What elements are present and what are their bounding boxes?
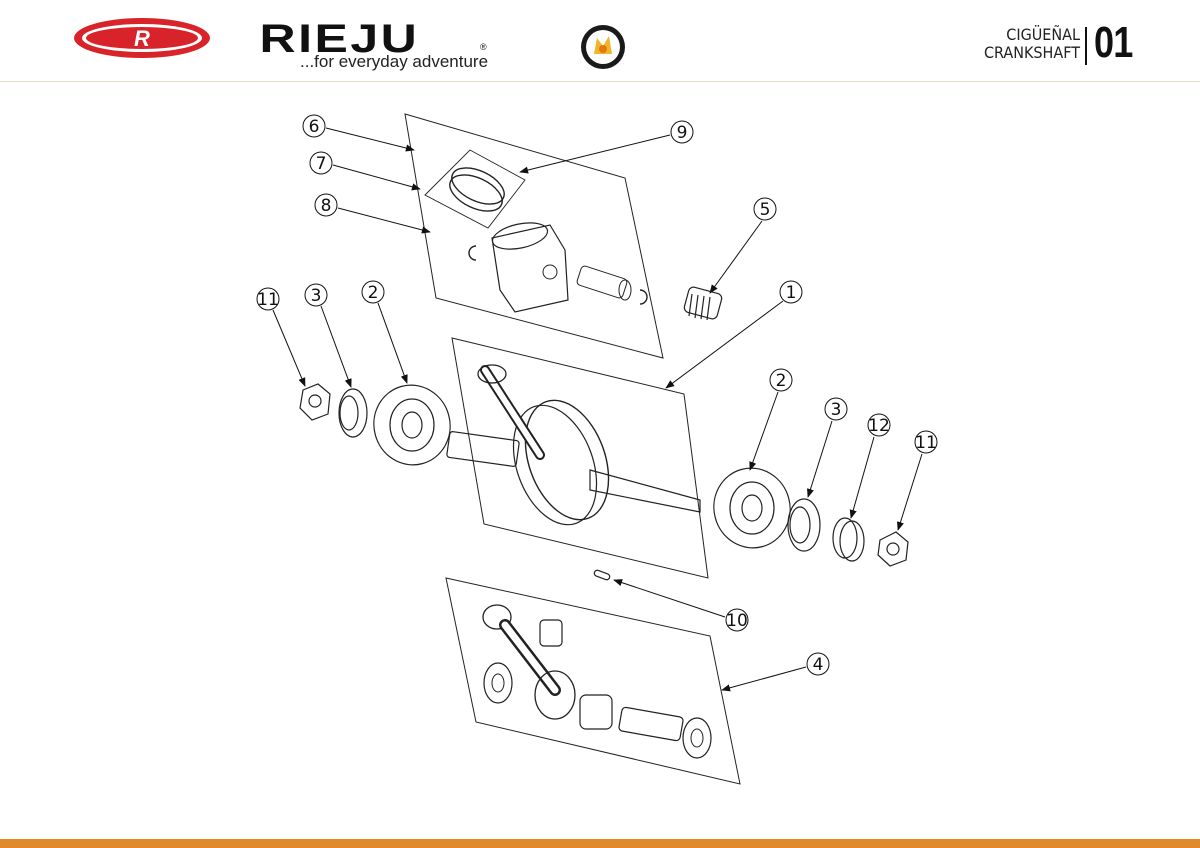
brand-tagline: ...for everyday adventure	[300, 52, 489, 71]
svg-text:3: 3	[831, 400, 842, 420]
svg-text:10: 10	[726, 611, 748, 631]
callout-6: 6	[302, 114, 415, 152]
connecting-rod-kit-panel	[445, 577, 741, 785]
callout-10: 10	[613, 579, 749, 632]
section-number: 01	[1094, 18, 1133, 67]
svg-text:2: 2	[776, 371, 787, 391]
callout-11-right: 11	[897, 430, 938, 531]
brand-mark: R	[134, 26, 150, 51]
svg-text:2: 2	[368, 283, 379, 303]
crank-pin	[593, 569, 611, 581]
footer-bar	[0, 839, 1200, 848]
callout-7: 7	[309, 151, 421, 191]
callout-11-left: 11	[256, 287, 306, 387]
callout-2-right: 2	[749, 368, 793, 471]
crankshaft-exploded-diagram: 6 7 8 9 5 1 11 3 2 2	[256, 113, 938, 785]
svg-text:9: 9	[677, 123, 688, 143]
svg-text:11: 11	[915, 433, 937, 453]
callout-3-left: 3	[304, 283, 352, 388]
svg-text:12: 12	[868, 416, 890, 436]
callout-3-right: 3	[807, 397, 848, 498]
svg-text:3: 3	[311, 286, 322, 306]
svg-text:1: 1	[786, 283, 797, 303]
left-side-parts	[299, 383, 451, 466]
svg-text:®: ®	[480, 42, 487, 52]
callout-2-left: 2	[361, 280, 408, 384]
callout-5: 5	[709, 197, 777, 294]
callout-4: 4	[721, 652, 830, 692]
svg-text:11: 11	[257, 290, 279, 310]
page-header: R RIEJU ® ...for everyday adventure CIGÜ…	[0, 0, 1200, 82]
right-side-parts	[713, 467, 909, 567]
callout-9: 9	[519, 120, 694, 174]
title-divider	[1085, 27, 1087, 65]
callout-8: 8	[314, 193, 431, 234]
svg-text:6: 6	[309, 117, 320, 137]
brand-name: RIEJU	[260, 16, 420, 61]
crankshaft-panel	[446, 337, 709, 579]
five-years-warranty-badge-icon	[581, 25, 625, 69]
svg-text:4: 4	[813, 655, 824, 675]
callout-12: 12	[849, 413, 891, 519]
svg-text:7: 7	[316, 154, 327, 174]
svg-text:8: 8	[321, 196, 332, 216]
rieju-logo: R RIEJU ®	[74, 16, 487, 61]
piston-kit-panel	[404, 113, 664, 359]
section-titles: CIGÜEÑAL CRANKSHAFT	[984, 26, 1080, 62]
header-divider	[0, 81, 1200, 82]
section-title-es: CIGÜEÑAL	[1006, 25, 1080, 44]
callout-1: 1	[665, 280, 803, 389]
small-end-bearing	[683, 286, 723, 321]
svg-text:5: 5	[760, 200, 771, 220]
section-title-en: CRANKSHAFT	[983, 43, 1080, 62]
